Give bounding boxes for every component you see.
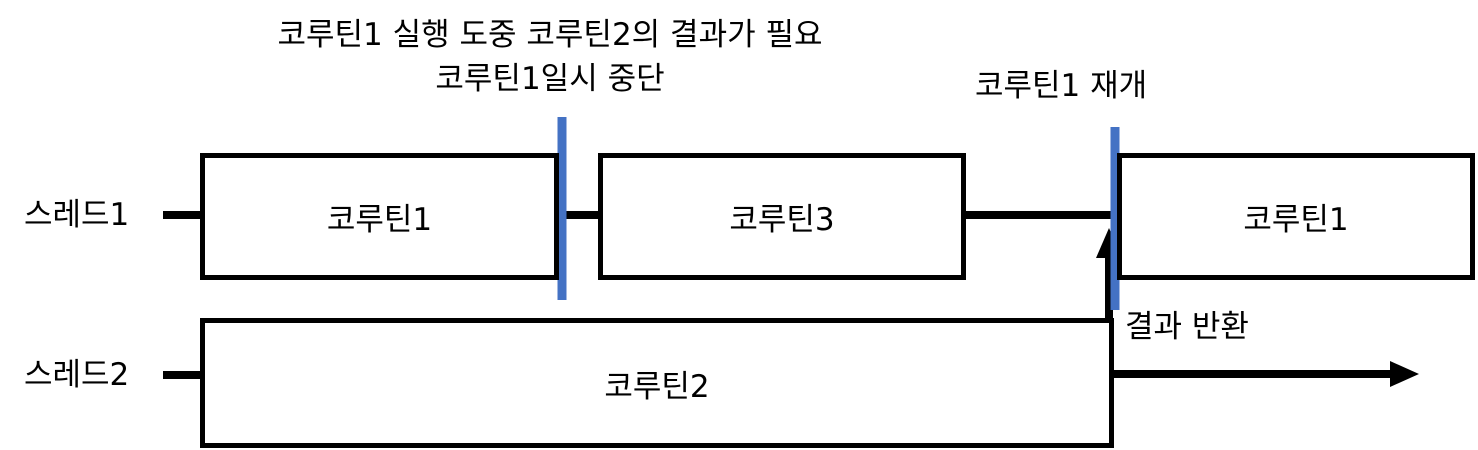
coroutine2-label: 코루틴2 — [604, 368, 710, 405]
coroutine2-box: 코루틴2 — [200, 318, 1114, 448]
coroutine3-label: 코루틴3 — [729, 202, 835, 238]
suspend-annotation: 코루틴1일시 중단 — [435, 61, 665, 97]
thread1-label: 스레드1 — [24, 197, 130, 233]
coroutine1-resumed-label: 코루틴1 — [1243, 202, 1349, 238]
need-result-annotation: 코루틴1 실행 도중 코루틴2의 결과가 필요 — [277, 17, 823, 53]
thread2-arrow-right-icon — [1390, 361, 1419, 387]
resume-annotation: 코루틴1 재개 — [975, 68, 1148, 104]
coroutine3-box: 코루틴3 — [598, 153, 966, 280]
coroutine1-label: 코루틴1 — [326, 202, 433, 238]
thread2-label: 스레드2 — [24, 357, 130, 393]
return-result-annotation: 결과 반환 — [1125, 309, 1249, 345]
coroutine1-box: 코루틴1 — [200, 153, 559, 280]
coroutine1-resumed-box: 코루틴1 — [1117, 153, 1475, 280]
